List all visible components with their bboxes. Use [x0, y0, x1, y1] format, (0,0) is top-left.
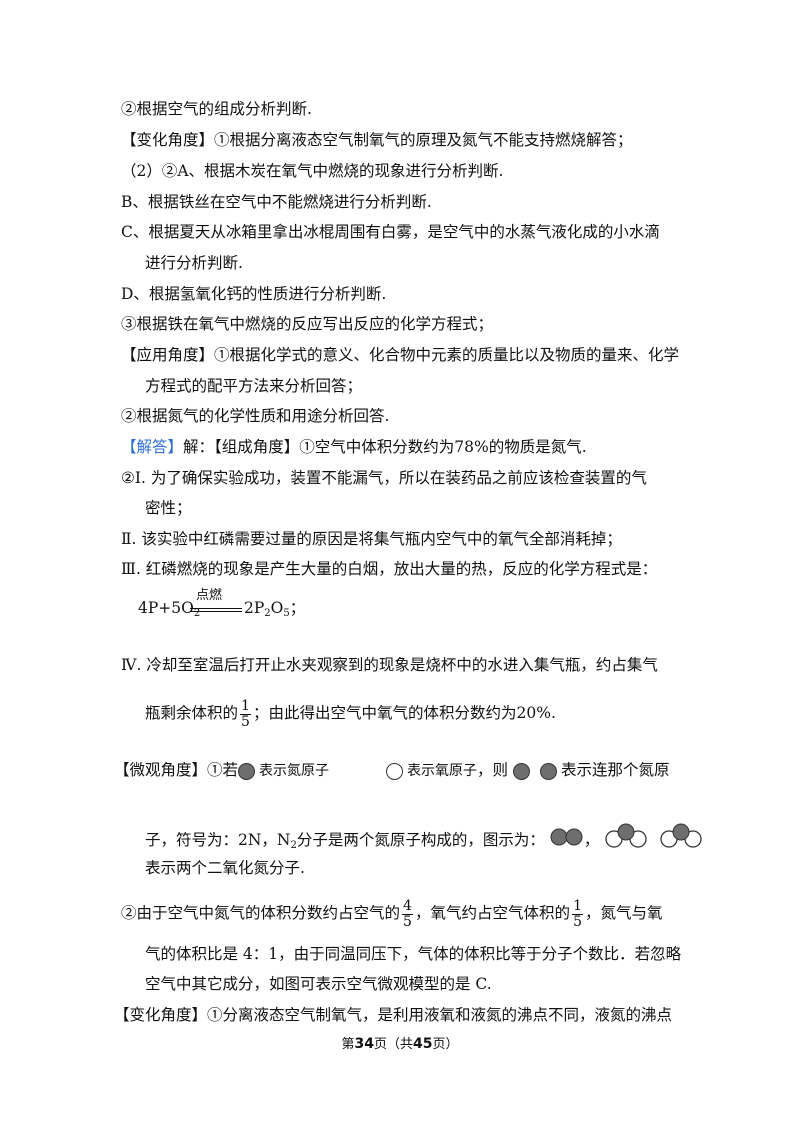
text-line: 表示两个二氧化氮分子.: [145, 859, 305, 877]
nitrogen-atom-icon: [238, 762, 256, 780]
page-footer: 第34页（共45页）: [341, 1036, 459, 1052]
legend-line-2: 表示氧原子，则: [386, 758, 508, 783]
text-line: Ⅲ. 红磷燃烧的现象是产生大量的白烟，放出大量的热，反应的化学方程式是：: [121, 560, 658, 578]
text-line: ②Ⅰ. 为了确保实验成功，装置不能漏气，所以在装药品之前应该检查装置的气: [121, 469, 647, 487]
text-line: 气的体积比是 4：1，由于同温同压下，气体的体积比等于分子个数比．若忽略: [145, 945, 682, 963]
answer-line: 【解答】解：【组成角度】①空气中体积分数约为78%的物质是氮气.: [121, 437, 587, 457]
text-line: 进行分析判断.: [145, 254, 243, 272]
page-number: 34: [354, 1036, 374, 1052]
text-line: B、根据铁丝在空气中不能燃烧进行分析判断.: [121, 193, 432, 211]
text-line: Ⅱ. 该实验中红磷需要过量的原因是将集气瓶内空气中的氧气全部消耗掉；: [121, 530, 622, 548]
legend-oxygen: 表示氧原子: [407, 763, 477, 779]
text-line: ②根据氮气的化学性质和用途分析回答.: [121, 407, 390, 425]
answer-text: 解：【组成角度】①空气中体积分数约为78%的物质是氮气.: [183, 438, 587, 456]
nitrogen-atom-icon: [540, 762, 557, 780]
text-line: 空气中其它成分，如图可表示空气微观模型的是 C.: [145, 975, 492, 993]
page-total: 45: [413, 1036, 433, 1052]
equation-equals-bar: [190, 608, 242, 612]
text-line: 【应用角度】①根据化学式的意义、化合物中元素的质量比以及物质的量来、化学: [121, 346, 680, 364]
molecule-line: 子，符号为：2N，N2分子是两个氮原子构成的，图示为： ，: [145, 822, 703, 860]
text-line: （2）②A、根据木炭在氧气中燃烧的现象进行分析判断.: [121, 162, 504, 180]
nitrogen-dioxide-molecule-icon: [604, 822, 648, 860]
text-line: 【变化角度】①分离液态空气制氧气，是利用液氧和液氮的沸点不同，液氮的沸点: [114, 1006, 673, 1024]
legend-nitrogen: 表示氮原子: [259, 763, 330, 779]
equation-right: 2P2O5；: [244, 599, 306, 619]
text-line: ③根据铁在氧气中燃烧的反应写出反应的化学方程式；: [121, 315, 494, 333]
legend-line-3: 表示连那个氮原: [513, 758, 670, 782]
equation-condition: 点燃: [196, 588, 223, 603]
nitrogen-atom-icon: [513, 762, 530, 780]
text-line: 密性；: [145, 499, 192, 517]
nitrogen-molecule-icon: [550, 827, 584, 855]
nitrogen-dioxide-molecule-icon: [659, 822, 703, 860]
text-line: 方程式的配平方法来分析回答；: [145, 377, 363, 395]
text-line: 【变化角度】①根据分离液态空气制氧气的原理及氮气不能支持燃烧解答；: [121, 131, 633, 149]
legend-line: 【微观角度】①若表示氮原子: [114, 761, 330, 780]
oxygen-atom-icon: [386, 762, 403, 780]
answer-tag: 【解答】: [121, 438, 184, 456]
text-line: D、根据氢氧化钙的性质进行分析判断.: [121, 285, 387, 303]
equation-left: 4P+5O2: [138, 599, 201, 619]
text-line: ②根据空气的组成分析判断.: [121, 100, 312, 118]
text-line: C、根据夏天从冰箱里拿出冰棍周围有白雾，是空气中的水蒸气液化成的小水滴: [121, 223, 660, 241]
text-line: Ⅳ. 冷却至室温后打开止水夹观察到的现象是烧杯中的水进入集气瓶，约占集气: [121, 656, 658, 674]
